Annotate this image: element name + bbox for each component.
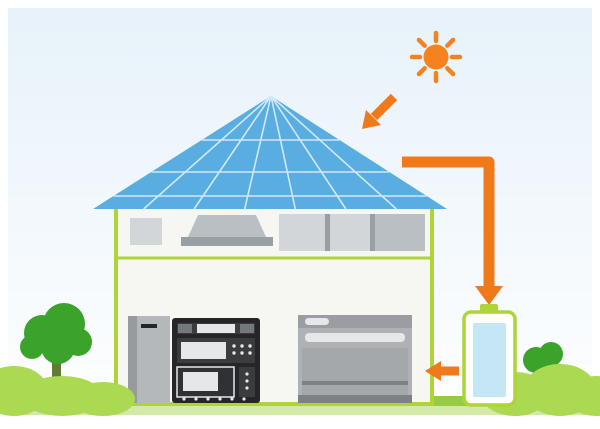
sun-core xyxy=(423,44,449,70)
unit-keypad-dot xyxy=(240,344,244,348)
unit-screen xyxy=(181,342,226,359)
battery-charge-level xyxy=(473,323,506,397)
microwave-button-dot xyxy=(245,372,249,376)
bush-front xyxy=(71,382,135,416)
unit-knob-left xyxy=(178,324,192,333)
unit-keypad-dot xyxy=(248,344,252,348)
arrow-roof-to-battery xyxy=(402,156,503,305)
microwave-button-dot xyxy=(245,386,249,390)
dishwasher-panel xyxy=(302,348,408,396)
tree-canopy xyxy=(20,335,44,359)
window-divider xyxy=(325,214,330,251)
unit-keypad-dot xyxy=(232,344,236,348)
upper-window-small xyxy=(130,218,162,245)
dishwasher-kick xyxy=(298,395,412,403)
arrow-head xyxy=(362,110,381,129)
unit-keypad-dot xyxy=(240,351,244,355)
unit-display-top xyxy=(197,324,235,333)
unit-knob-right xyxy=(240,324,254,333)
arrow-shaft xyxy=(402,156,495,288)
range-hood xyxy=(188,215,266,237)
unit-foot-dot xyxy=(206,397,210,401)
arrow-head xyxy=(475,286,503,305)
tree-canopy xyxy=(64,328,92,356)
dishwasher-slot xyxy=(305,333,405,342)
unit-foot-dot xyxy=(194,397,198,401)
battery xyxy=(462,304,517,407)
dishwasher-groove xyxy=(302,381,408,385)
sun-icon xyxy=(409,30,463,84)
kitchen-unit xyxy=(172,318,260,403)
microwave-button-dot xyxy=(245,379,249,383)
upper-window-pane-dark xyxy=(375,214,425,251)
cabinet-edge xyxy=(128,316,137,403)
arrow-head xyxy=(425,361,441,381)
range-hood-duct xyxy=(181,237,273,246)
house xyxy=(114,205,434,406)
unit-foot-dot xyxy=(230,397,234,401)
window-divider xyxy=(370,214,375,251)
arrow-shaft xyxy=(370,93,398,121)
dishwasher xyxy=(298,315,412,403)
unit-keypad-dot xyxy=(248,351,252,355)
arrow-sun-to-roof xyxy=(362,93,398,129)
sun-rays xyxy=(409,30,463,84)
unit-foot-dot xyxy=(182,397,186,401)
ground-strip-light xyxy=(8,406,592,415)
cabinet-handle xyxy=(141,324,157,328)
solar-roof-panel xyxy=(93,96,447,209)
solar-panel-grid xyxy=(113,95,427,210)
dishwasher-handle xyxy=(305,318,329,325)
unit-foot-dot xyxy=(242,397,246,401)
unit-keypad-dot xyxy=(232,351,236,355)
kitchen-cabinet xyxy=(128,316,170,403)
arrow-battery-to-house xyxy=(425,361,459,381)
bush xyxy=(566,376,600,416)
microwave-window xyxy=(183,372,218,391)
solar-roof xyxy=(93,95,447,210)
unit-foot-dot xyxy=(218,397,222,401)
